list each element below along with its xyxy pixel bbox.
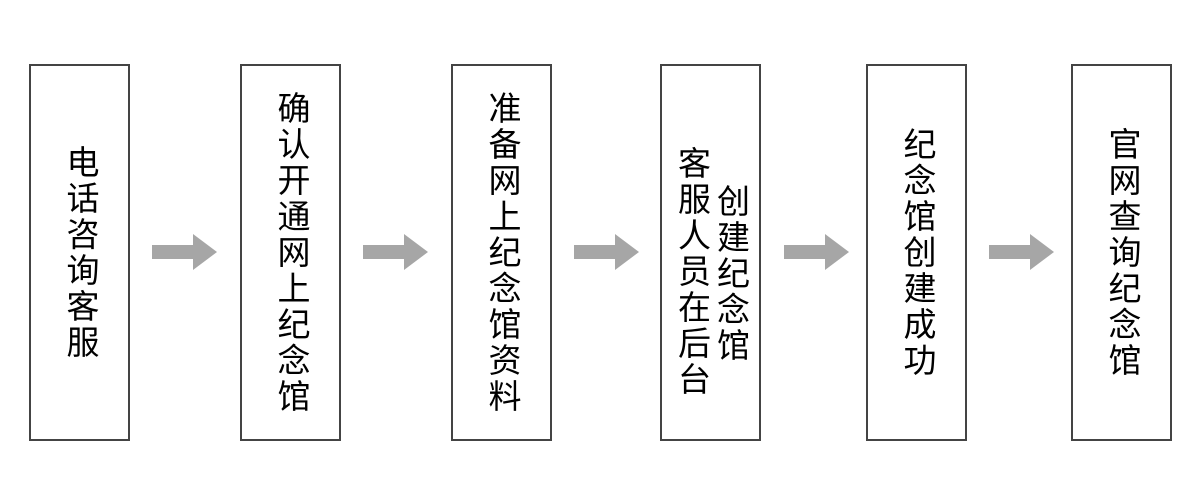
flow-node-2[interactable]: 确认开通网上纪念馆 <box>240 64 341 441</box>
flow-node-5-label: 纪念馆创建成功 <box>898 126 936 379</box>
flow-node-4-label-col-1: 客服人员在后台 <box>673 146 711 398</box>
flow-node-4-label-col-2: 创建纪念馆 <box>712 184 750 364</box>
flow-arrow-5 <box>989 234 1054 270</box>
flow-arrow-1 <box>152 234 217 270</box>
flow-node-6[interactable]: 官网查询纪念馆 <box>1071 64 1172 441</box>
flow-node-5[interactable]: 纪念馆创建成功 <box>866 64 967 441</box>
flow-node-3-label: 准备网上纪念馆资料 <box>483 90 521 415</box>
flow-node-1-label: 电话咨询客服 <box>61 144 99 361</box>
flow-arrow-3 <box>574 234 639 270</box>
flow-node-3[interactable]: 准备网上纪念馆资料 <box>451 64 552 441</box>
flow-arrow-2 <box>363 234 428 270</box>
flow-node-2-label: 确认开通网上纪念馆 <box>272 90 310 415</box>
flow-node-1[interactable]: 电话咨询客服 <box>29 64 130 441</box>
flow-node-4[interactable]: 客服人员在后台 创建纪念馆 <box>660 64 761 441</box>
flow-node-6-label: 官网查询纪念馆 <box>1103 126 1141 379</box>
flow-arrow-4 <box>784 234 849 270</box>
